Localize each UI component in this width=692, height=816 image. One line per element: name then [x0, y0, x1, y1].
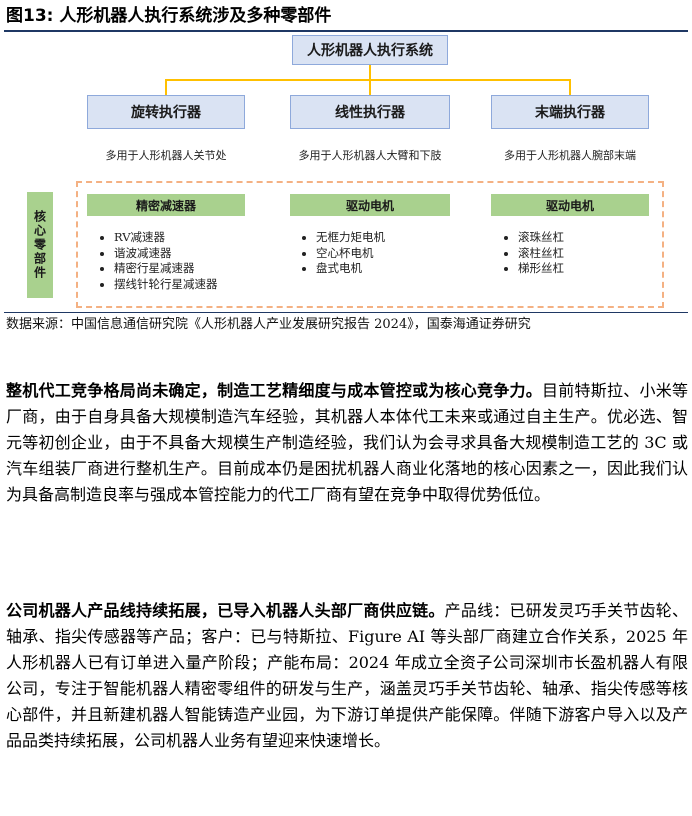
actuator-box-linear: 线性执行器: [290, 95, 450, 129]
core-components-frame: [76, 181, 664, 308]
connector-right-down: [569, 79, 571, 95]
paragraph-body: 产品线：已研发灵巧手关节齿轮、轴承、指尖传感器等产品；客户：已与特斯拉、Figu…: [6, 601, 688, 750]
list-item: 无框力矩电机: [316, 230, 385, 246]
component-head-motor: 驱动电机: [290, 194, 450, 216]
paragraph-body: 目前特斯拉、小米等厂商，由于自身具备大规模制造汽车经验，其机器人本体代工未来或通…: [6, 381, 688, 504]
paragraph-lead: 公司机器人产品线持续拓展，已导入机器人头部厂商供应链。: [6, 601, 445, 620]
actuator-label: 末端执行器: [535, 105, 605, 121]
connector-mid-down: [369, 79, 371, 95]
paragraph-lead: 整机代工竞争格局尚未确定，制造工艺精细度与成本管控或为核心竞争力。: [6, 381, 543, 400]
actuator-box-end: 末端执行器: [491, 95, 649, 129]
list-item: 滚柱丝杠: [518, 246, 564, 262]
core-components-label: 核心零部件: [32, 210, 47, 280]
list-item: 滚珠丝杠: [518, 230, 564, 246]
actuator-desc: 多用于人形机器人腕部末端: [504, 149, 636, 162]
component-label: 驱动电机: [345, 198, 394, 213]
list-item: 谐波减速器: [114, 246, 218, 262]
paragraph-product-line: 公司机器人产品线持续拓展，已导入机器人头部厂商供应链。产品线：已研发灵巧手关节齿…: [6, 598, 688, 754]
actuator-label: 线性执行器: [335, 105, 405, 121]
list-item: RV减速器: [114, 230, 218, 246]
actuator-desc: 多用于人形机器人大臂和下肢: [298, 149, 442, 162]
connector-horizontal: [165, 79, 571, 81]
paragraph-assembly: 整机代工竞争格局尚未确定，制造工艺精细度与成本管控或为核心竞争力。目前特斯拉、小…: [6, 378, 688, 508]
component-label: 驱动电机: [545, 198, 594, 213]
component-head-reducer: 精密减速器: [87, 194, 245, 216]
component-list-screw: 滚珠丝杠 滚柱丝杠 梯形丝杠: [500, 230, 564, 277]
root-label: 人形机器人执行系统: [307, 43, 433, 59]
connector-root-down: [369, 65, 371, 80]
figure-title: 图13: 人形机器人执行系统涉及多种零部件: [6, 6, 332, 26]
connector-left-down: [165, 79, 167, 95]
figure-source: 数据来源：中国信息通信研究院《人形机器人产业发展研究报告 2024》，国泰海通证…: [6, 317, 531, 332]
actuator-label: 旋转执行器: [131, 105, 201, 121]
list-item: 精密行星减速器: [114, 261, 218, 277]
figure-top-rule: [4, 30, 688, 32]
actuator-box-rotary: 旋转执行器: [87, 95, 245, 129]
component-head-screw: 驱动电机: [491, 194, 649, 216]
list-item: 空心杯电机: [316, 246, 385, 262]
component-label: 精密减速器: [135, 198, 196, 213]
list-item: 盘式电机: [316, 261, 385, 277]
component-list-motor: 无框力矩电机 空心杯电机 盘式电机: [298, 230, 385, 277]
component-list-reducer: RV减速器 谐波减速器 精密行星减速器 摆线针轮行星减速器: [96, 230, 218, 292]
core-components-label-box: 核心零部件: [27, 192, 53, 298]
figure-bottom-rule: [4, 312, 688, 313]
list-item: 摆线针轮行星减速器: [114, 277, 218, 293]
list-item: 梯形丝杠: [518, 261, 564, 277]
root-box: 人形机器人执行系统: [292, 35, 448, 65]
actuator-desc: 多用于人形机器人关节处: [105, 149, 227, 162]
